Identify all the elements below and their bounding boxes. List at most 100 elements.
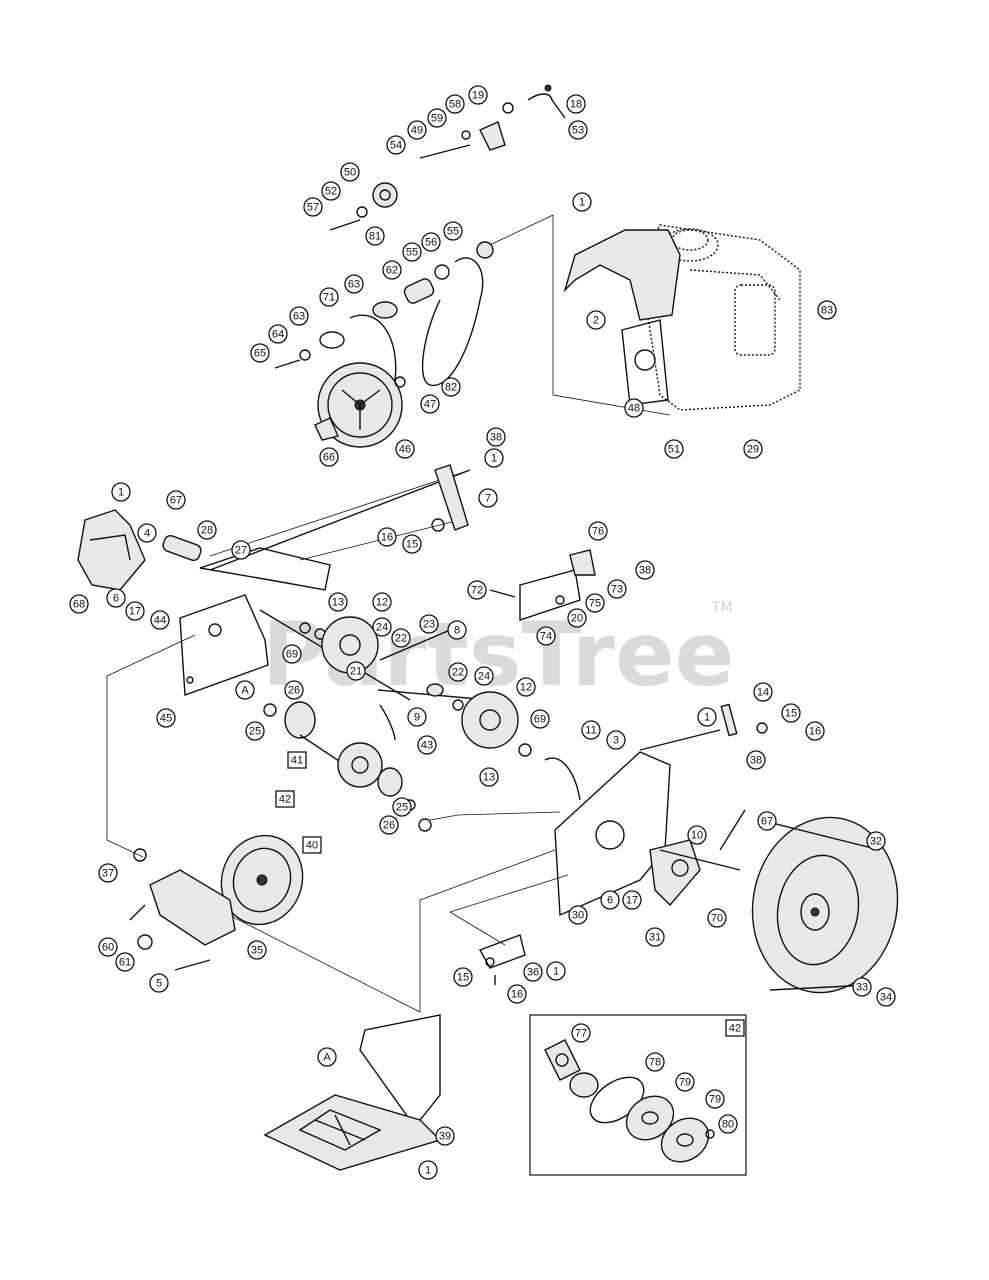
part-callout-64: 64 — [268, 324, 288, 344]
left-housing-plate — [179, 594, 269, 696]
part-callout-49: 49 — [407, 120, 427, 140]
part-callout-69: 69 — [530, 709, 550, 729]
part-callout-23: 23 — [419, 614, 439, 634]
part-callout-33: 33 — [852, 977, 872, 997]
part-number: 71 — [323, 292, 335, 304]
part-number: 13 — [483, 772, 495, 784]
part-callout-28: 28 — [197, 520, 217, 540]
part-number: 22 — [452, 667, 464, 679]
part-number: 21 — [350, 666, 362, 678]
belt-cover-plate — [621, 319, 669, 406]
part-number: 7 — [485, 493, 491, 505]
part-callout-57: 57 — [303, 197, 323, 217]
part-callout-63: 63 — [344, 274, 364, 294]
part-number: 57 — [307, 202, 319, 214]
part-number: 1 — [704, 712, 710, 724]
part-callout-1: 1 — [111, 482, 131, 502]
part-callout-1: 1 — [484, 448, 504, 468]
part-callout-44: 44 — [150, 610, 170, 630]
part-callout-20: 20 — [567, 608, 587, 628]
part-callout-22: 22 — [391, 628, 411, 648]
part-callout-12: 12 — [516, 677, 536, 697]
part-callout-17: 17 — [125, 601, 145, 621]
part-number: 48 — [628, 403, 640, 415]
part-callout-36: 36 — [523, 962, 543, 982]
part-number: 66 — [323, 452, 335, 464]
assembly-box-label-42: 42 — [725, 1019, 745, 1037]
part-number: 15 — [785, 708, 797, 720]
part-number: 4 — [144, 528, 150, 540]
part-number: 33 — [856, 982, 868, 994]
part-callout-15: 15 — [402, 534, 422, 554]
part-callout-A: A — [317, 1047, 337, 1067]
part-callout-79: 79 — [675, 1072, 695, 1092]
part-number: 59 — [431, 113, 443, 125]
part-number: 74 — [540, 631, 552, 643]
part-number: 14 — [757, 687, 769, 699]
part-number: 55 — [406, 247, 418, 259]
watermark-trademark: TM — [711, 600, 733, 616]
part-number: 53 — [572, 125, 584, 137]
part-number: 70 — [711, 913, 723, 925]
drive-pulley — [220, 834, 304, 926]
part-number: 80 — [722, 1119, 734, 1131]
part-number: 17 — [129, 606, 141, 618]
part-callout-26: 26 — [284, 680, 304, 700]
part-number: 79 — [709, 1094, 721, 1106]
part-callout-7: 7 — [478, 488, 498, 508]
part-callout-80: 80 — [718, 1114, 738, 1134]
part-number: 49 — [411, 125, 423, 137]
part-number: 12 — [376, 597, 388, 609]
part-number: 69 — [534, 714, 546, 726]
part-callout-48: 48 — [624, 398, 644, 418]
part-callout-50: 50 — [340, 162, 360, 182]
part-callout-70: 70 — [707, 908, 727, 928]
part-number: 67 — [761, 816, 773, 828]
part-number: 76 — [592, 526, 604, 538]
part-number: 34 — [880, 992, 892, 1004]
lower-shroud — [263, 1014, 442, 1171]
part-number: 38 — [750, 755, 762, 767]
part-callout-6: 6 — [600, 890, 620, 910]
part-callout-39: 39 — [435, 1126, 455, 1146]
part-callout-75: 75 — [585, 593, 605, 613]
part-callout-66: 66 — [319, 447, 339, 467]
part-number: 19 — [472, 90, 484, 102]
assembly-box-label-40: 40 — [302, 836, 322, 854]
part-callout-73: 73 — [607, 579, 627, 599]
part-number: 58 — [449, 99, 461, 111]
part-callout-56: 56 — [421, 232, 441, 252]
reference-letter: A — [241, 685, 249, 697]
part-callout-29: 29 — [743, 439, 763, 459]
part-callout-1: 1 — [697, 707, 717, 727]
idler-bracket-assembly — [329, 84, 566, 231]
part-number: 52 — [325, 186, 337, 198]
assembly-number: 42 — [729, 1023, 741, 1035]
part-number: 60 — [102, 942, 114, 954]
part-number: 75 — [589, 598, 601, 610]
shift-bracket — [489, 549, 596, 621]
part-callout-17: 17 — [622, 890, 642, 910]
part-callout-2: 2 — [586, 310, 606, 330]
part-callout-26: 26 — [379, 815, 399, 835]
part-number: 10 — [691, 830, 703, 842]
part-number: 29 — [747, 444, 759, 456]
part-callout-10: 10 — [687, 825, 707, 845]
part-number: 55 — [447, 226, 459, 238]
assembly-box-label-42: 42 — [275, 790, 295, 808]
part-callout-77: 77 — [571, 1023, 591, 1043]
part-number: 38 — [490, 432, 502, 444]
part-number: 25 — [396, 802, 408, 814]
part-number: 77 — [575, 1028, 587, 1040]
part-number: 36 — [527, 967, 539, 979]
part-callout-61: 61 — [115, 952, 135, 972]
part-number: 51 — [668, 444, 680, 456]
left-gearcase — [77, 469, 471, 591]
part-number: 20 — [571, 613, 583, 625]
part-callout-25: 25 — [392, 797, 412, 817]
part-number: 44 — [154, 615, 166, 627]
part-callout-1: 1 — [546, 961, 566, 981]
part-number: 3 — [613, 735, 619, 747]
part-number: 63 — [293, 311, 305, 323]
assembly-number: 41 — [291, 755, 303, 767]
